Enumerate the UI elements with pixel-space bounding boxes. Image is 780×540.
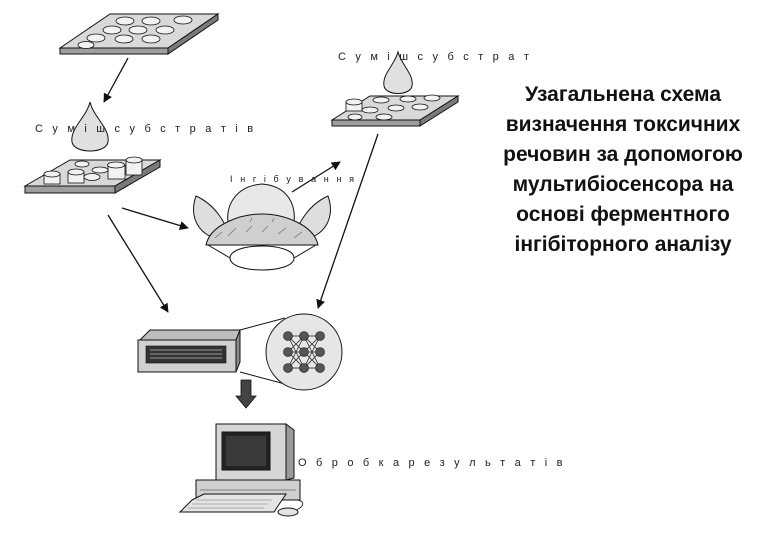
- sensor-plate-right: [330, 94, 460, 127]
- arrow-inhibition-to-plate: [291, 161, 341, 193]
- sensor-plate-left: [23, 156, 162, 194]
- substrate-drop-left: [71, 101, 109, 152]
- arrow-plate-to-device: [107, 214, 169, 313]
- sensor-plate-top-left: [58, 13, 220, 55]
- label-substrate-mix-top: С у м і ш с у б с т р а т: [338, 51, 532, 63]
- arrow-plate-to-network: [316, 133, 379, 309]
- down-block-arrow: [235, 379, 257, 409]
- arrow-plate-to-drop: [103, 57, 129, 103]
- label-processing-results: О б р о б к а р е з у л ь т а т і в: [298, 457, 566, 469]
- measurement-device: [137, 329, 241, 373]
- label-substrate-mix-left: С у м і ш с у б с т р а т і в: [35, 123, 256, 135]
- computer: [178, 423, 304, 517]
- inhibition-sensor: [193, 183, 331, 271]
- flow-arrows: [103, 57, 379, 313]
- neural-network: [265, 313, 343, 391]
- label-inhibition: І н г і б у в а н н я: [230, 174, 357, 184]
- arrow-plate-to-inhibition: [121, 207, 189, 230]
- summary-text: Узагальнена схема визначення токсичних р…: [503, 83, 743, 256]
- substrate-drop-top-right: [383, 50, 413, 94]
